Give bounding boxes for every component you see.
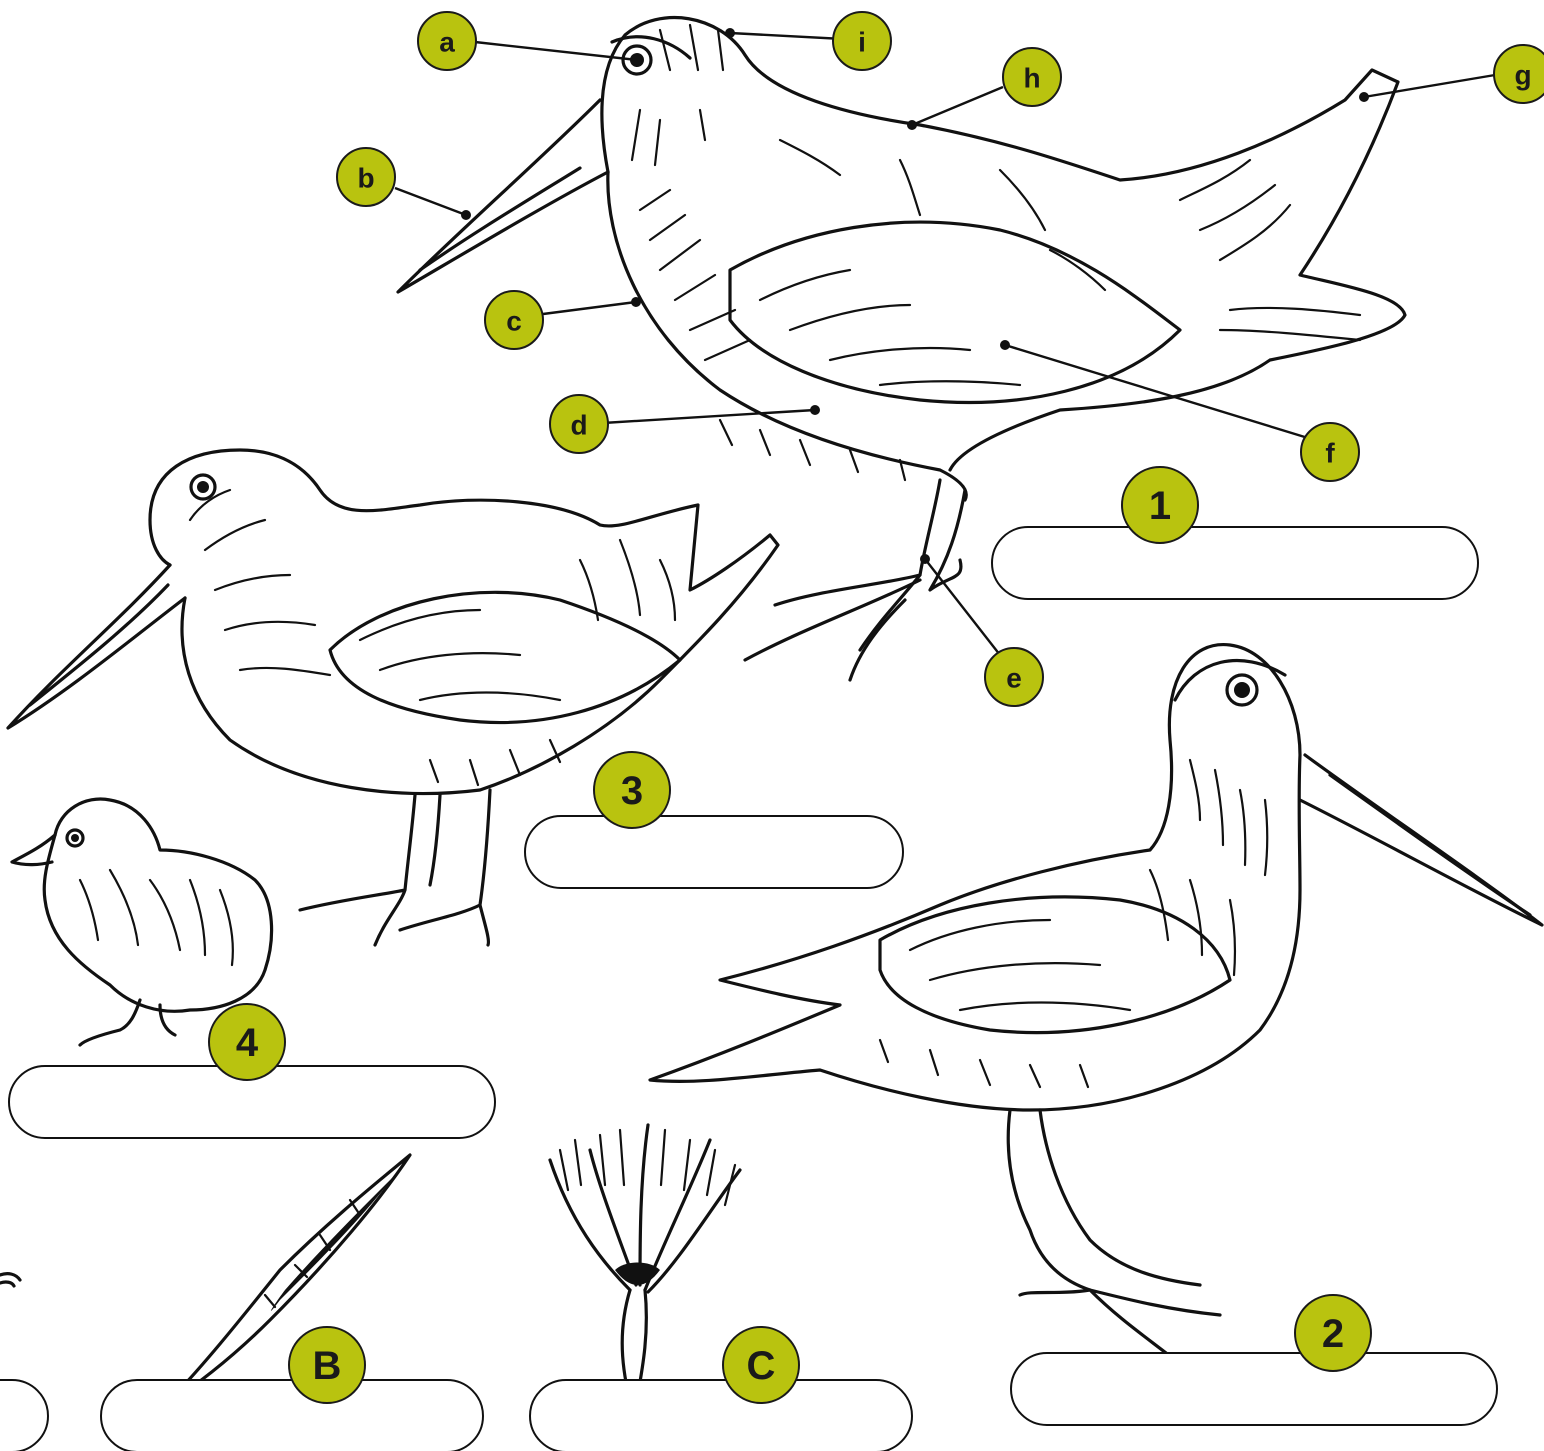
badge-e: e — [985, 648, 1043, 706]
svg-text:C: C — [747, 1344, 776, 1388]
svg-text:d: d — [570, 410, 587, 441]
answer-box-1[interactable] — [992, 527, 1478, 599]
badge-g: g — [1494, 45, 1544, 103]
feather-b — [165, 1155, 410, 1405]
svg-text:h: h — [1023, 63, 1040, 94]
figure-badges: 1 3 4 2 B C — [209, 467, 1371, 1403]
svg-text:1: 1 — [1149, 484, 1171, 528]
badge-a: a — [418, 12, 476, 70]
part-badges: a i h g b c d f e — [337, 12, 1544, 706]
svg-text:e: e — [1006, 663, 1022, 694]
answer-box-a[interactable] — [0, 1380, 48, 1451]
svg-text:i: i — [858, 27, 866, 58]
badge-i: i — [833, 12, 891, 70]
answer-box-2[interactable] — [1011, 1353, 1497, 1425]
badge-b: b — [337, 148, 395, 206]
feather-c — [550, 1125, 740, 1410]
badge-2: 2 — [1295, 1295, 1371, 1371]
badge-h: h — [1003, 48, 1061, 106]
svg-text:4: 4 — [236, 1021, 259, 1065]
svg-text:g: g — [1514, 60, 1531, 91]
bird-2-snipe — [650, 645, 1542, 1360]
feather-a — [0, 1274, 20, 1286]
answer-boxes — [0, 527, 1497, 1451]
badge-3: 3 — [594, 752, 670, 828]
badge-f: f — [1301, 423, 1359, 481]
svg-text:f: f — [1325, 438, 1335, 469]
badge-c: c — [485, 291, 543, 349]
svg-text:b: b — [357, 163, 374, 194]
badge-d: d — [550, 395, 608, 453]
badge-C: C — [723, 1327, 799, 1403]
badge-4: 4 — [209, 1004, 285, 1080]
badge-1: 1 — [1122, 467, 1198, 543]
svg-text:c: c — [506, 306, 522, 337]
answer-box-b[interactable] — [101, 1380, 483, 1451]
answer-box-c[interactable] — [530, 1380, 912, 1451]
svg-text:a: a — [439, 27, 455, 58]
svg-text:B: B — [313, 1344, 342, 1388]
svg-text:2: 2 — [1322, 1312, 1344, 1356]
badge-B: B — [289, 1327, 365, 1403]
svg-text:3: 3 — [621, 769, 643, 813]
answer-box-3[interactable] — [525, 816, 903, 888]
